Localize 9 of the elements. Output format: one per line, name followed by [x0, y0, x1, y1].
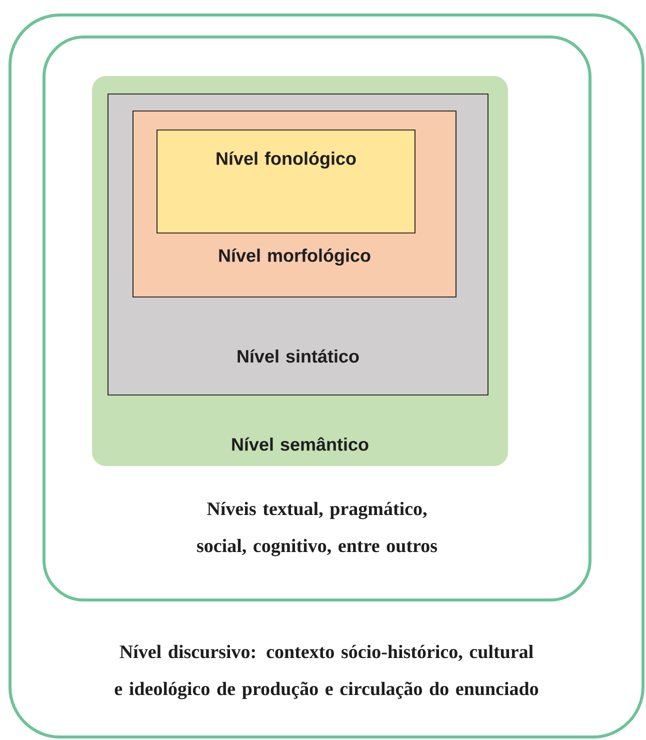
level-label: Nível fonológico: [216, 152, 356, 169]
level-label: Nível semântico: [232, 437, 368, 451]
level-label: Níveis textual, pragmático, social, cognitivo, entre outros: [197, 502, 438, 556]
frame-box: [42, 36, 592, 602]
level-label: Nível discursivo: contexto sócio-histórico, cultural e ideológico de produção e circulação do enunciado: [114, 644, 538, 700]
level-label: Nível sintático: [238, 349, 359, 363]
frame-box: [8, 14, 644, 738]
level-label: Nível morfológico: [219, 248, 370, 266]
level-box: [156, 130, 416, 234]
